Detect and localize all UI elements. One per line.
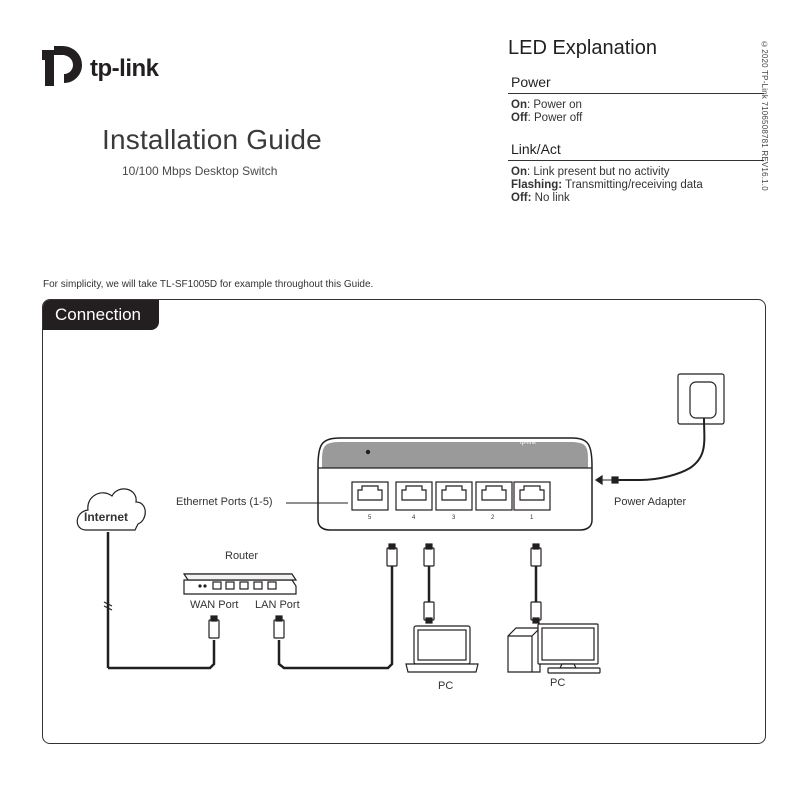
brand-logo: tp-link [42,44,159,88]
power-adapter-icon [594,373,725,486]
tp-link-logo-icon [42,46,82,86]
page-subtitle: 10/100 Mbps Desktop Switch [122,164,278,178]
port-number: 2 [491,515,495,521]
port-number: 3 [452,515,456,521]
switch-port-icon [435,481,473,511]
port-number: 5 [368,515,372,521]
led-title: LED Explanation [508,37,657,59]
brand-name: tp-link [90,55,159,82]
page-title: Installation Guide [102,124,322,155]
wan-port-label: WAN Port [190,599,239,611]
wan-cable-plug-icon [208,615,220,639]
copyright-text: ©2020 TP-Link 7106508781 REV16.1.0 [760,40,769,191]
switch-port-icon [395,481,433,511]
connection-tab: Connection [43,300,159,330]
simplicity-note: For simplicity, we will take TL-SF1005D … [43,279,374,290]
connection-panel: Connection [42,299,766,744]
led-explanation: LED Explanation Power On: Power on Off: … [508,37,764,205]
led-section-power: Power On: Power on Off: Power off [508,74,764,125]
router-icon [182,573,298,595]
desktop-pc-label: PC [550,677,566,689]
led-section-linkact: Link/Act On: Link present but no activit… [508,141,764,205]
laptop-pc-label: PC [438,680,454,692]
lan-cable-icon [273,543,398,670]
led-line: On: Power on [511,99,582,111]
internet-cloud-icon [76,488,216,670]
laptop-icon [405,625,479,673]
switch-port-icon [513,481,551,511]
laptop-cable-icon [423,543,435,624]
led-heading: Power [508,74,764,94]
port-number: 1 [530,515,534,521]
desktop-cable-icon [530,543,542,624]
led-line: Off: No link [511,192,570,204]
internet-label: Internet [84,510,129,524]
ethernet-ports-label: Ethernet Ports (1-5) [176,496,273,508]
led-line: Flashing: Transmitting/receiving data [511,179,703,191]
led-line: On: Link present but no activity [511,166,670,178]
switch-port-icon [475,481,513,511]
switch-port-icon [351,481,389,511]
led-line: Off: Power off [511,112,583,124]
port-number: 4 [412,515,416,521]
power-adapter-label: Power Adapter [614,496,687,508]
switch-brand-label: tp-link [520,440,537,446]
desktop-pc-icon [507,623,601,674]
router-label: Router [225,550,259,562]
switch-device-icon [286,437,593,531]
lan-port-label: LAN Port [255,599,300,611]
led-heading: Link/Act [508,141,764,161]
